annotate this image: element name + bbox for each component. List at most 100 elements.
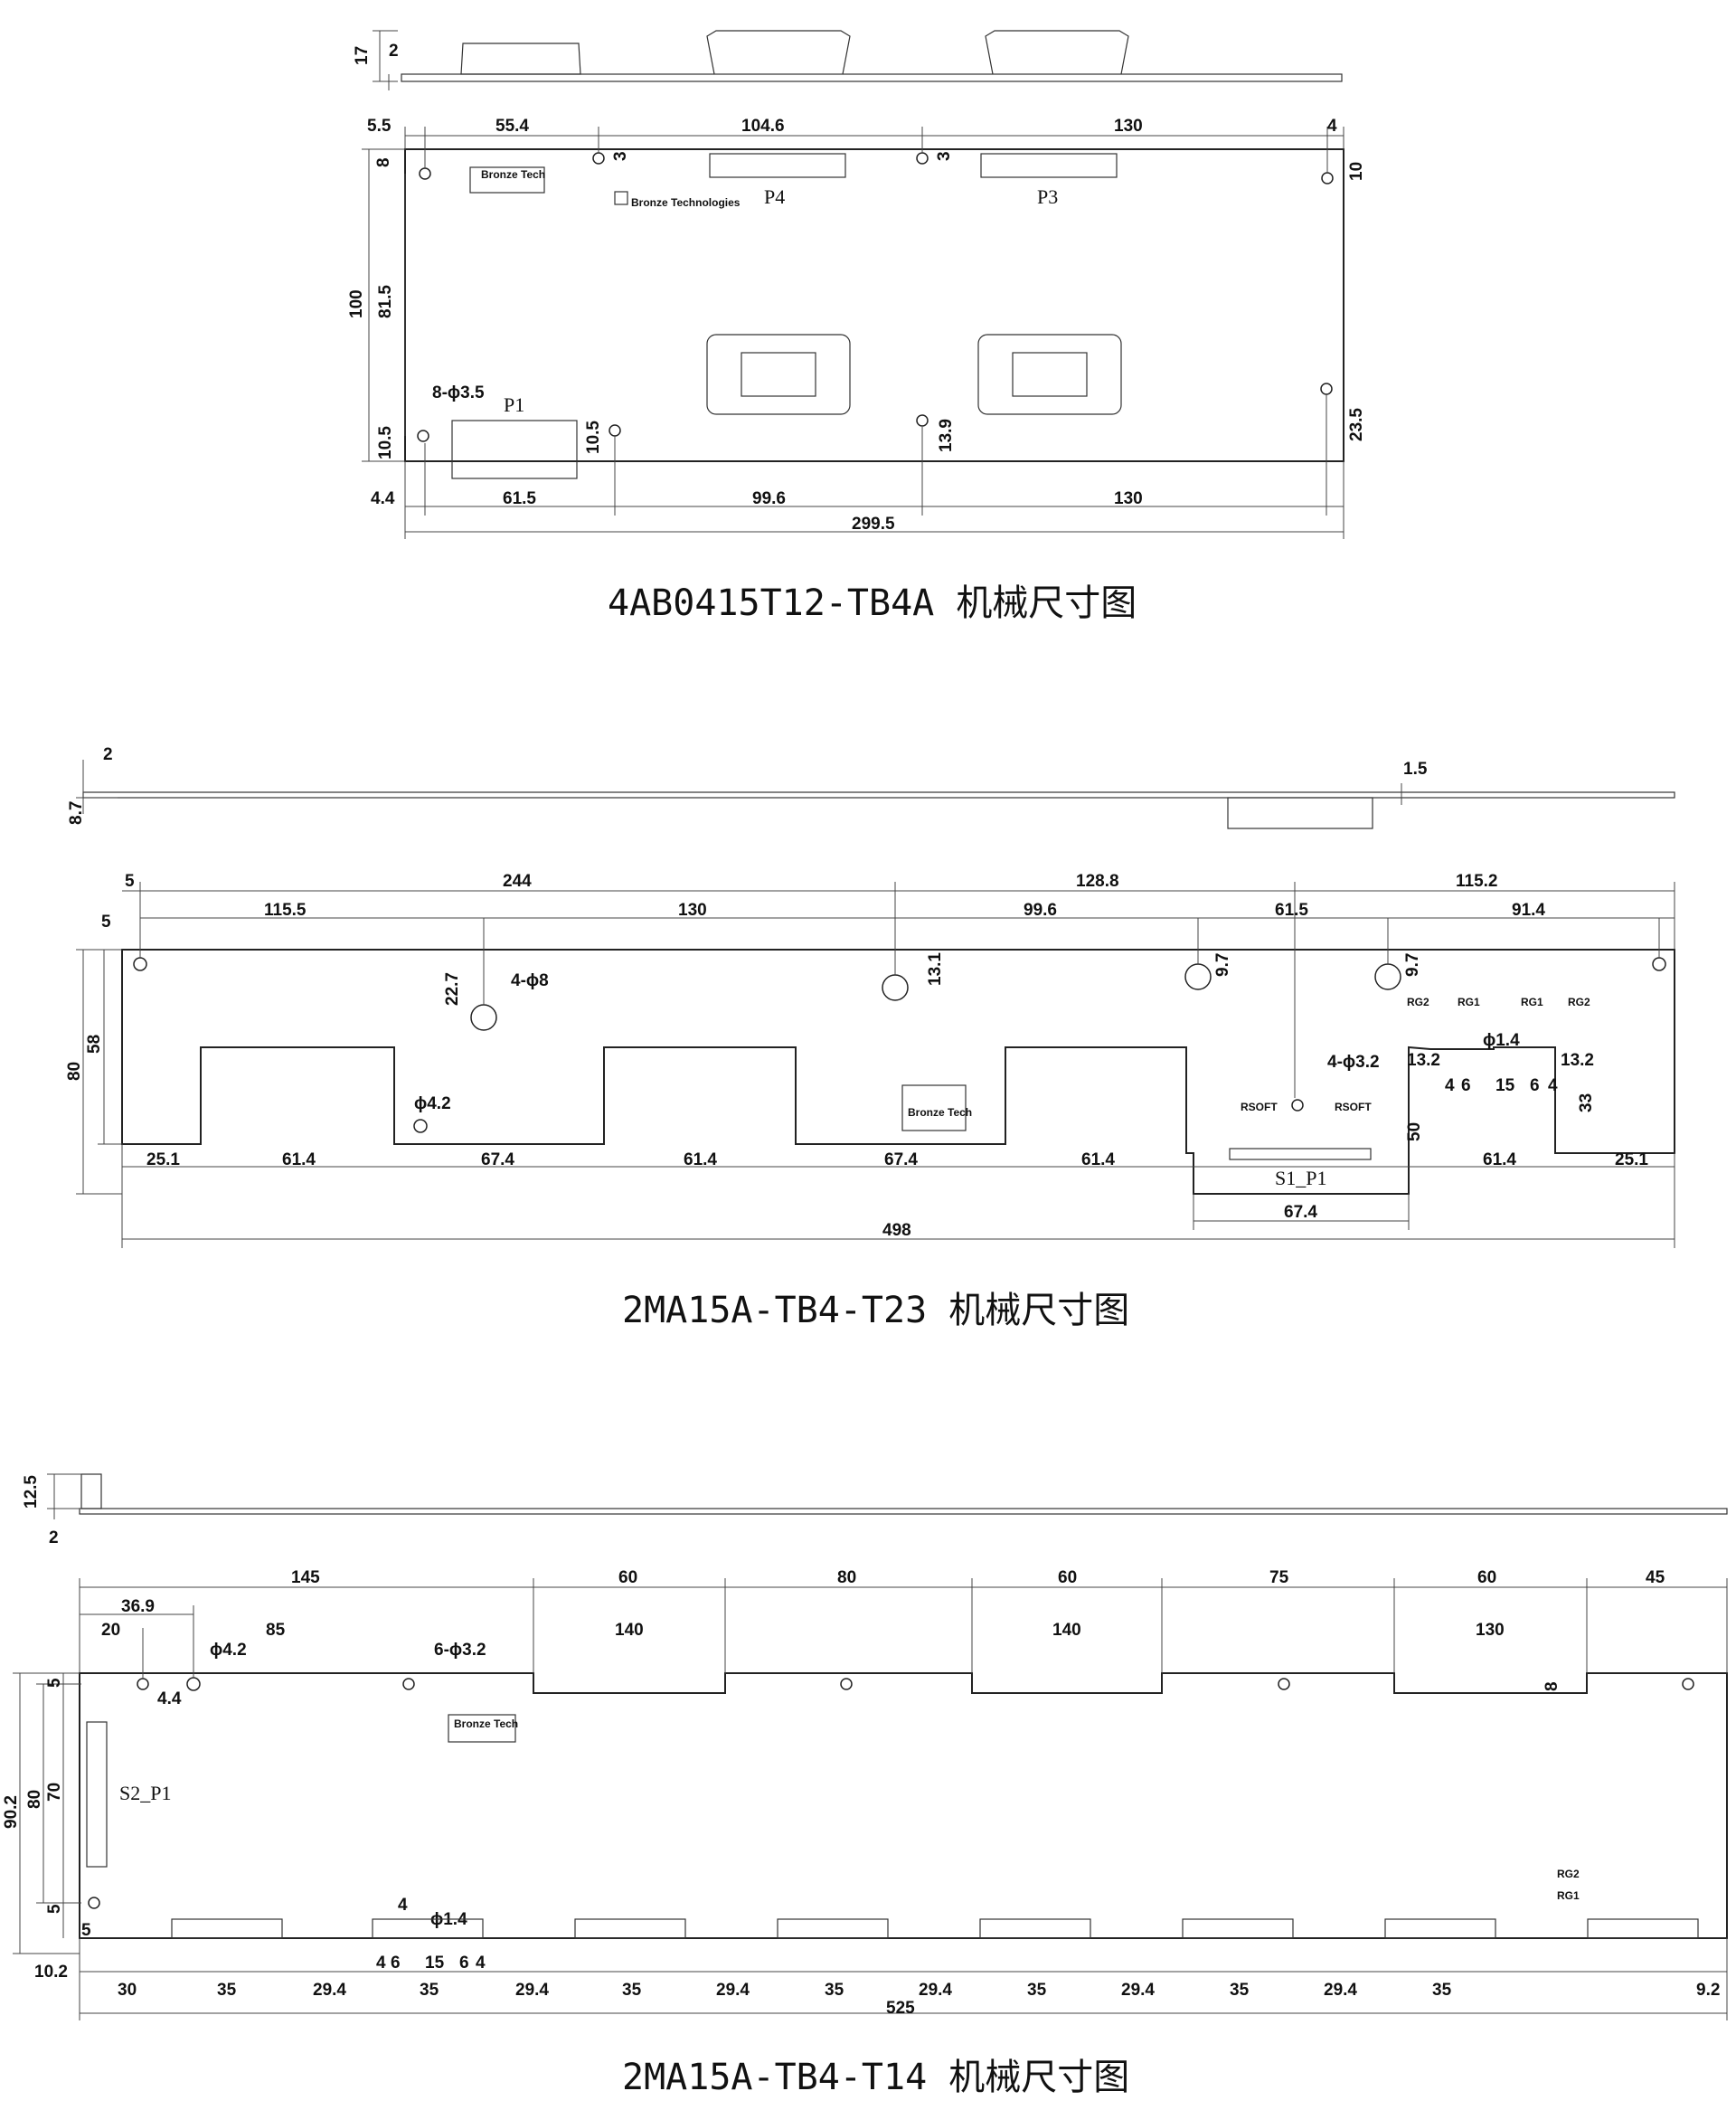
d1-left-dimlines: [362, 148, 406, 462]
d3-bottom-dim: 9.2: [1696, 1981, 1720, 2000]
d2-second-dim: 115.5: [264, 901, 307, 920]
d1-top-dim: 5.5: [367, 117, 392, 136]
d2-bottom-dim: 61.4: [684, 1150, 717, 1169]
d2-top-dim: 115.2: [1456, 872, 1498, 891]
d1-window-1-inner: [741, 352, 816, 397]
d2-hole: [1291, 1099, 1304, 1112]
d3-hole: [840, 1678, 853, 1690]
d1-inner-dim: 13.9: [937, 419, 956, 452]
drawing-2ma15a-t14: 12.5 2 S2_P1 RG2 RG1 Bronze Tech 145 60 …: [2, 1473, 1728, 2098]
d1-hole: [592, 152, 605, 165]
d3-bottom-dimlines: [79, 1938, 1728, 2020]
d2-hole: [413, 1119, 428, 1133]
d3-small-dim: 4: [376, 1954, 386, 1973]
d1-window-1: [706, 334, 851, 415]
d3-cutout: [372, 1918, 484, 1939]
d1-hole: [609, 424, 621, 437]
d3-cutout: [777, 1918, 889, 1939]
d2-side-connector: [1227, 797, 1373, 829]
d1-hole: [1320, 383, 1333, 395]
d3-top-dim: 60: [1058, 1568, 1077, 1587]
d2-bottom-dim: 61.4: [282, 1150, 316, 1169]
d3-hole: [1682, 1678, 1694, 1690]
d1-small-dim: 3: [935, 151, 954, 161]
d2-second-dim: 61.5: [1275, 901, 1308, 920]
d3-bottom-cutouts: [171, 1918, 1699, 1939]
d1-bottom-dim: 130: [1114, 489, 1143, 508]
d3-side-board: [79, 1508, 1728, 1515]
drawing-4ab0415t12: 17 2 P4 P3 P1 8-ϕ3.5 Bronze Tech Bronze …: [347, 30, 1366, 624]
d1-bottom-dimlines: [404, 394, 1344, 539]
d3-left-dim: 5: [81, 1921, 91, 1940]
d1-window-2: [977, 334, 1122, 415]
d2-bottom-dim: 25.1: [146, 1150, 180, 1169]
d2-bottom-dim: 67.4: [884, 1150, 918, 1169]
d1-side-bracket-2: [985, 30, 1129, 75]
d3-bottom-dim: 35: [1027, 1981, 1047, 2000]
d1-title: 4AB0415T12-TB4A 机械尺寸图: [608, 582, 1137, 624]
d2-rg-label: RG1: [1521, 996, 1543, 1008]
d3-overall-dim: 525: [886, 1999, 915, 2018]
d3-second-dim: 20: [101, 1621, 120, 1640]
d1-bottom-dim: 61.5: [503, 489, 536, 508]
d2-left-dim: 58: [85, 1035, 104, 1054]
d1-left-dim: 100: [347, 289, 366, 318]
d3-bottom-dim: 35: [420, 1981, 439, 2000]
d1-bottom-dim: 299.5: [852, 515, 895, 534]
d3-side-thick: 2: [49, 1528, 59, 1547]
d1-hole: [417, 430, 429, 442]
d3-bottom-dim: 29.4: [313, 1981, 346, 2000]
d1-top-dim: 104.6: [741, 117, 785, 136]
d2-hole: [1184, 963, 1212, 990]
d3-left-dim: 5: [45, 1904, 64, 1914]
d1-hole: [916, 152, 929, 165]
d2-rg-label: RG1: [1458, 996, 1480, 1008]
d3-side-connector: [80, 1473, 102, 1509]
d1-inner-dim: 10.5: [584, 421, 603, 454]
d1-p3-connector: [980, 153, 1118, 178]
d3-top-dimlines: [79, 1578, 1728, 1679]
d3-bottom-dim: 35: [1230, 1981, 1250, 2000]
d3-side-height: 12.5: [22, 1475, 41, 1509]
d1-p4-connector: [709, 153, 846, 178]
d3-s2-connector: [86, 1721, 108, 1868]
d3-bottom-dim: 35: [1432, 1981, 1452, 2000]
d3-top-dim: 45: [1646, 1568, 1665, 1587]
d1-left-dim: 8: [374, 157, 393, 167]
d2-second-dim: 99.6: [1024, 901, 1057, 920]
d2-right-dim: 4: [1445, 1076, 1455, 1095]
d1-board-outline: [404, 148, 1344, 462]
d3-small-dim: 6: [459, 1954, 469, 1973]
d3-left-dim: 80: [25, 1790, 44, 1809]
d2-hole-dim: 22.7: [443, 972, 462, 1006]
d1-side-thick: 2: [389, 42, 399, 61]
d2-hole-dim: 9.7: [1213, 953, 1232, 977]
d3-hole: [1278, 1678, 1290, 1690]
d2-top-dim: 244: [503, 872, 532, 891]
d2-side-board: [82, 791, 1675, 799]
d2-label-sticker: [901, 1084, 967, 1131]
d1-left-dim: 81.5: [376, 285, 395, 318]
d3-bottom-dim: 29.4: [1121, 1981, 1155, 2000]
d1-hole-note: 8-ϕ3.5: [432, 383, 485, 402]
d3-hole: [88, 1897, 100, 1909]
d3-left-dim: 10.2: [34, 1963, 68, 1982]
d3-title: 2MA15A-TB4-T14 机械尺寸图: [622, 2057, 1129, 2098]
d1-p3-label: P3: [1037, 185, 1058, 208]
d2-left-dimlines: [76, 949, 122, 1195]
d1-logo-icon: [614, 191, 628, 205]
d3-bottom-dim: 29.4: [515, 1981, 549, 2000]
d2-board-outline: [121, 949, 1675, 1195]
d3-left-dim: 70: [45, 1783, 64, 1802]
d2-pin-row: [1229, 1148, 1372, 1160]
d1-brand: Bronze Tech: [481, 168, 545, 181]
d3-cutout: [1182, 1918, 1294, 1939]
d2-title: 2MA15A-TB4-T23 机械尺寸图: [622, 1290, 1129, 1331]
d3-hole-note: 6-ϕ3.2: [434, 1641, 486, 1660]
d2-bottom-dimlines: [121, 1144, 1675, 1248]
d3-bottom-dim: 35: [825, 1981, 844, 2000]
d3-cutout: [1384, 1918, 1496, 1939]
d3-left-dim: 4.4: [157, 1689, 182, 1708]
d3-left-dimlines: [13, 1672, 81, 1954]
d2-hole-dim: 13.1: [926, 952, 945, 986]
